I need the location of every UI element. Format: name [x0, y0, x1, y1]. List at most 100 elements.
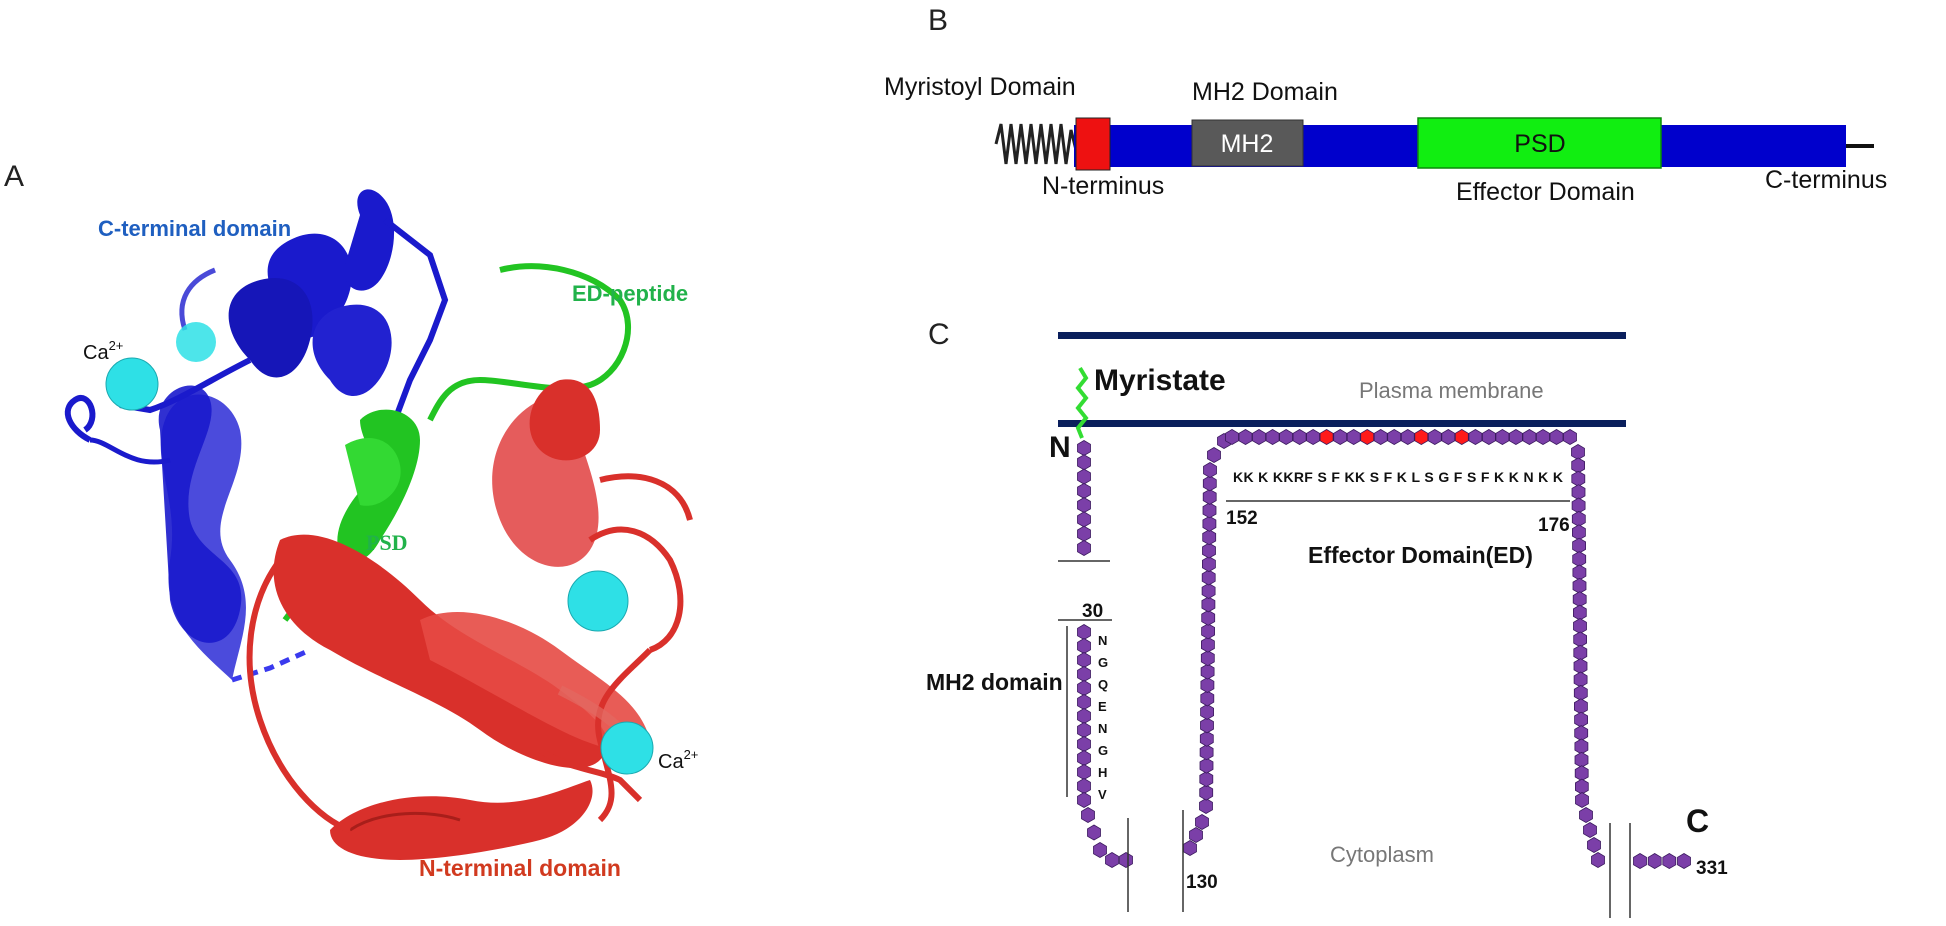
residue-bead — [1202, 502, 1217, 519]
residue-number-152: 152 — [1226, 508, 1258, 529]
psd-domain-box — [1417, 117, 1662, 169]
residue-bead — [1077, 680, 1091, 696]
mh2-sequence-letters: N G Q E N G H V — [1098, 633, 1108, 802]
residue-bead — [1077, 736, 1091, 752]
effector-domain-ed-label: Effector Domain(ED) — [1308, 542, 1533, 568]
residue-bead — [1571, 510, 1586, 527]
residue-bead — [1077, 525, 1091, 542]
residue-bead — [1077, 666, 1091, 682]
residue-bead — [1662, 853, 1677, 869]
residue-bead — [1387, 429, 1402, 445]
residue-bead — [1573, 644, 1588, 661]
myristoyl-zigzag — [994, 123, 1078, 165]
residue-number-176: 176 — [1538, 515, 1570, 536]
residue-bead — [1077, 624, 1091, 640]
residue-bead — [1200, 717, 1214, 734]
psd-label: PSD — [366, 530, 408, 555]
residue-bead — [1252, 429, 1266, 445]
residue-bead — [1572, 577, 1587, 594]
plasma-membrane-label: Plasma membrane — [1359, 378, 1544, 403]
residue-bead — [1279, 429, 1293, 445]
panel-a: A — [4, 160, 698, 881]
residue-bead — [1199, 798, 1213, 814]
cytoplasm-label: Cytoplasm — [1330, 842, 1434, 867]
residue-bead — [1087, 824, 1101, 841]
c-terminal-domain-ribbon — [64, 189, 449, 683]
effector-domain-label: Effector Domain — [1456, 178, 1635, 206]
residue-bead — [1202, 475, 1217, 492]
mh2-letter: V — [1098, 787, 1107, 802]
residue-bead — [1571, 444, 1585, 460]
residue-bead — [1575, 792, 1589, 808]
calcium-label-2: Ca2+ — [658, 747, 698, 773]
residue-bead — [1571, 457, 1585, 474]
residue-bead — [1522, 429, 1537, 445]
residue-bead — [1574, 738, 1589, 755]
residue-chain — [1077, 429, 1691, 869]
residue-bead — [1077, 708, 1091, 724]
residue-bead — [1414, 429, 1429, 445]
residue-bead — [1574, 725, 1589, 742]
n-terminus-label: N-terminus — [1042, 172, 1164, 200]
residue-bead — [1573, 671, 1588, 688]
residue-bead — [1199, 744, 1214, 761]
residue-bead — [1427, 429, 1442, 445]
residue-bead — [1573, 618, 1587, 634]
residue-bead — [1536, 429, 1550, 445]
residue-bead — [1189, 827, 1203, 843]
residue-bead — [1200, 690, 1215, 707]
c-terminal-letter: C — [1686, 803, 1709, 839]
residue-bead — [1573, 631, 1587, 648]
residue-bead — [1633, 853, 1647, 869]
residue-bead — [1077, 497, 1091, 514]
mh2-letter: G — [1098, 743, 1108, 758]
residue-bead — [1573, 604, 1587, 621]
residue-bead — [1265, 429, 1280, 445]
residue-bead — [1077, 638, 1091, 654]
residue-bead — [1225, 429, 1239, 445]
residue-bead — [1495, 429, 1510, 445]
membrane-inner-line — [1058, 420, 1626, 427]
residue-bead — [1077, 540, 1091, 556]
residue-bead — [1105, 852, 1119, 868]
n-terminal-domain-ribbon — [246, 379, 693, 860]
residue-bead — [1333, 429, 1348, 445]
residue-bead — [1200, 650, 1215, 667]
residue-bead — [1077, 764, 1091, 780]
mh2-letter: E — [1098, 699, 1107, 714]
calcium-ion-2 — [176, 322, 216, 362]
residue-bead — [1574, 765, 1589, 782]
residue-bead — [1579, 807, 1593, 823]
residue-bead — [1319, 429, 1334, 445]
residue-bead — [1202, 488, 1217, 505]
residue-bead — [1574, 751, 1589, 768]
residue-bead — [1077, 511, 1091, 528]
calcium-ion-4 — [600, 721, 654, 775]
residue-bead — [1195, 814, 1209, 830]
residue-bead — [1677, 853, 1691, 869]
membrane-outer-line — [1058, 332, 1626, 339]
residue-bead — [1573, 658, 1588, 675]
residue-number-130: 130 — [1186, 872, 1218, 893]
residue-bead — [1201, 569, 1216, 586]
residue-bead — [1077, 778, 1091, 794]
residue-bead — [1200, 703, 1214, 720]
residue-bead — [1572, 537, 1586, 554]
residue-bead — [1574, 711, 1588, 728]
residue-bead — [1202, 542, 1216, 559]
mh2-letter: H — [1098, 765, 1107, 780]
residue-bead — [1203, 462, 1217, 478]
calcium-ion-3 — [567, 570, 629, 632]
myristate-chain — [1075, 366, 1089, 439]
mh2-box-label: MH2 — [1221, 130, 1274, 158]
c-terminal-domain-label: C-terminal domain — [98, 216, 291, 241]
residue-bead — [1201, 596, 1216, 613]
ed-peptide-label: ED-peptide — [572, 281, 688, 306]
ed-peptide-ribbon — [282, 263, 632, 622]
residue-bead — [1238, 429, 1253, 445]
residue-bead — [1202, 515, 1217, 532]
residue-bead — [1575, 778, 1589, 795]
residue-bead — [1482, 429, 1496, 445]
residue-bead — [1183, 840, 1197, 856]
myristoyl-domain-label: Myristoyl Domain — [884, 73, 1076, 101]
